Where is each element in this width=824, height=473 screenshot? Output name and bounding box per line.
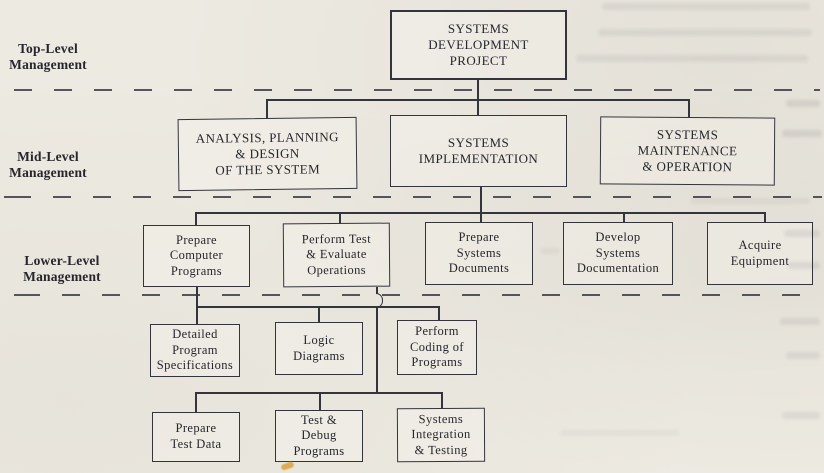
connector (477, 99, 479, 116)
pen-mark (280, 461, 295, 471)
node-systems-maintenance-operation: SYSTEMS MAINTENANCE & OPERATION (599, 116, 776, 186)
scan-bleed-artifact (602, 3, 810, 10)
scan-bleed-artifact (782, 130, 822, 137)
connector (688, 99, 690, 118)
scan-bleed-artifact (576, 55, 808, 62)
scan-bleed-artifact (560, 430, 680, 436)
node-test-debug-programs: Test & Debug Programs (275, 410, 363, 462)
connector (266, 99, 268, 119)
scan-bleed-artifact (788, 262, 820, 269)
connector (319, 392, 321, 411)
scan-bleed-artifact (780, 318, 820, 325)
connector (376, 287, 378, 294)
node-systems-integration-testing: Systems Integration & Testing (396, 407, 486, 463)
management-level-label: Lower-Level Management (23, 253, 101, 284)
node-systems-development-project: SYSTEMS DEVELOPMENT PROJECT (390, 10, 567, 80)
connector (195, 212, 197, 226)
connector (318, 306, 320, 323)
scan-bleed-artifact (690, 198, 810, 204)
connector (477, 80, 479, 100)
node-detailed-program-specifications: Detailed Program Specifications (150, 324, 240, 377)
management-level-label: Mid-Level Management (9, 149, 87, 180)
connector (441, 392, 443, 409)
scan-bleed-artifact (540, 248, 560, 254)
node-prepare-computer-programs: Prepare Computer Programs (143, 225, 250, 287)
node-prepare-test-data: Prepare Test Data (152, 412, 240, 462)
level-separator-dashed-line (4, 196, 822, 199)
connector (195, 392, 442, 394)
connector (623, 212, 625, 223)
node-analysis-planning-design: ANALYSIS, PLANNING & DESIGN OF THE SYSTE… (177, 116, 358, 192)
connector (480, 187, 482, 213)
connector (764, 212, 766, 223)
scan-bleed-artifact (782, 412, 820, 419)
node-develop-systems-documentation: Develop Systems Documentation (563, 222, 673, 285)
node-perform-coding-of-programs: Perform Coding of Programs (397, 320, 477, 375)
level-separator-dashed-line (14, 89, 820, 92)
management-level-label: Top-Level Management (9, 41, 87, 72)
connector (339, 212, 341, 224)
scan-bleed-artifact (784, 230, 820, 237)
node-perform-test-evaluate: Perform Test & Evaluate Operations (282, 222, 391, 288)
node-prepare-systems-documents: Prepare Systems Documents (425, 222, 533, 285)
node-logic-diagrams: Logic Diagrams (275, 322, 363, 375)
connector (195, 392, 197, 413)
connector (438, 306, 440, 321)
connector (480, 212, 482, 223)
level-separator-dashed-line (8, 294, 816, 297)
node-acquire-equipment: Acquire Equipment (707, 222, 813, 285)
scan-bleed-artifact (598, 29, 812, 36)
node-systems-implementation: SYSTEMS IMPLEMENTATION (390, 115, 567, 187)
connector (376, 307, 378, 394)
scan-bleed-artifact (786, 100, 820, 107)
scan-bleed-artifact (786, 352, 820, 359)
